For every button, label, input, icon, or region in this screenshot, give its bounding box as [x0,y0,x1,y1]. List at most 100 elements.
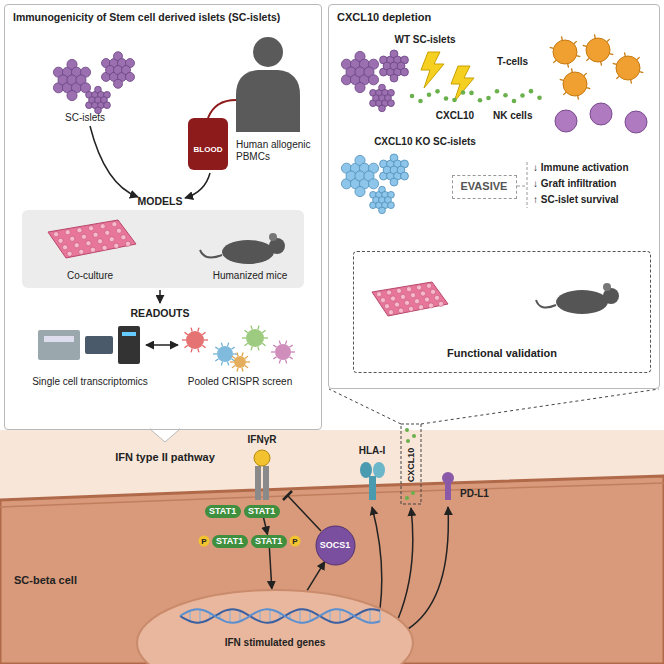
islet-cluster [370,84,395,111]
dna-rung [379,611,380,622]
drawing-circle [390,178,398,186]
drawing-circle [416,285,421,290]
label: IFNγR [248,434,277,446]
drawing-line [271,351,275,352]
protein-label: STAT1 [248,506,276,517]
drawing-circle [388,100,395,107]
dna-rung [329,610,330,621]
drawing-circle [93,232,98,237]
drawing-rect [118,326,140,364]
dna-rung [339,609,340,623]
drawing-circle [406,287,411,292]
drawing-g [242,326,268,351]
drawing-circle [355,186,365,196]
drawing-line [191,328,192,332]
drawing-circle [368,75,378,85]
drawing-rect [445,482,451,500]
drawing-circle [104,102,111,109]
drawing-line [285,360,286,364]
drawing-rect [85,336,113,354]
panel-title: Immunogenicity of Stem cell derived isle… [13,11,313,24]
blood-tube [208,100,236,118]
drawing-line [583,45,587,46]
nucleus: IFN stimulated genes [135,588,415,664]
drawing-line [262,343,265,345]
drawing-circle [112,222,117,227]
drawing-circle [81,234,86,239]
drawing-circle [74,243,79,248]
dna-rung [189,611,190,622]
drawing-rect [369,476,376,500]
callout-pointer [150,429,180,442]
drawing-g [213,343,237,366]
label: CXCL10 KO SC-islets [374,136,476,148]
validation-box: Functional validation [353,251,651,373]
drawing-rect [44,336,74,342]
drawing-line [184,332,187,334]
panel: Immunogenicity of Stem cell derived isle… [4,4,322,430]
drawing-circle [380,298,385,303]
drawing-line [258,326,259,330]
label: T-cells [497,56,528,68]
drawing-line [251,326,252,330]
drawing-line [607,39,610,42]
drawing-circle [113,79,122,88]
ellipse-outline [135,588,415,664]
islet-cluster [380,154,409,186]
drawing-line [291,351,295,352]
drawing-circle [398,308,403,313]
drawing-line [230,361,234,362]
islet-cluster [101,52,134,89]
drawing-circle [625,111,647,133]
dna-rung [299,609,300,623]
connector-arrow [307,562,325,591]
box-label: Functional validation [354,347,650,360]
drawing-line [273,345,276,347]
drawing-circle [102,245,107,250]
drawing-line [600,62,602,66]
drawing-circle [234,356,246,368]
nk-cells [555,103,647,133]
drawing-circle [100,224,105,229]
label: HLA-I [359,445,386,457]
dna-rung [309,611,310,622]
drawing-line [561,36,563,40]
drawing-circle [217,346,233,362]
drawing-line [616,76,619,79]
drawing-g [550,36,581,67]
drawing-circle [438,301,443,306]
ifng-receptor [254,450,270,500]
drawing-g [230,352,250,371]
drawing-line [624,52,626,56]
drawing-circle [401,172,409,180]
drawing-circle [442,472,454,484]
drawing-line [242,337,246,338]
zoom-line [421,389,659,424]
islet-cluster [86,86,111,113]
drawing-circle [105,230,110,235]
drawing-g [53,222,130,257]
islet-cluster [53,59,90,100]
drawing-circle [469,91,474,96]
label: ↓ Immune activation [533,162,629,174]
drawing-circle [434,295,439,300]
drawing-rect [38,330,80,360]
label: CXCL10 [436,110,474,122]
drawing-circle [444,96,449,101]
sequencer [38,326,140,364]
drawing-line [613,63,617,64]
label: Pooled CRISPR screen [188,376,293,388]
drawing-circle [379,207,386,214]
drawing-line [242,368,243,372]
nucleus-shape [137,590,413,664]
drawing-line [232,356,235,358]
drawing-line [198,349,199,353]
drawing-rect [263,466,269,500]
drawing-circle [424,297,429,302]
drawing-circle [430,289,435,294]
drawing-g [613,52,644,83]
label: IFN type II pathway [115,451,215,464]
drawing-circle [368,179,378,189]
drawing-circle [379,105,386,112]
